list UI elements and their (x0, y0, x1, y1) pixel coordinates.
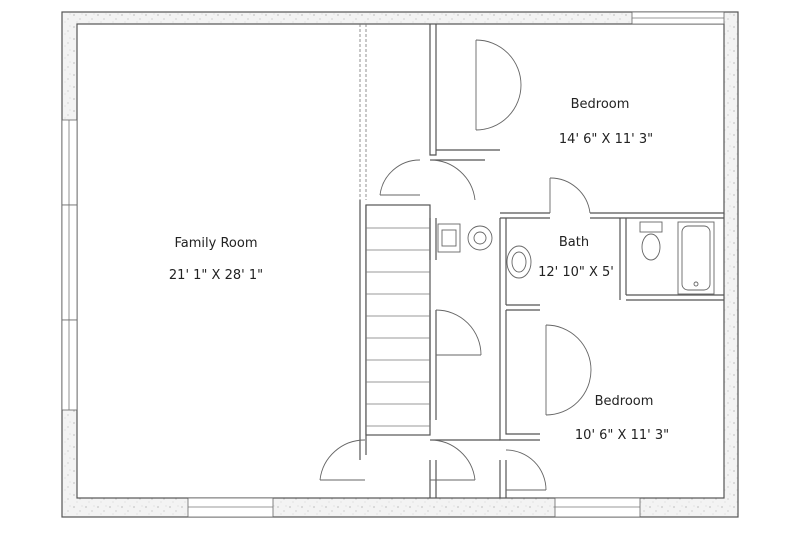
bath-name: Bath (559, 235, 589, 250)
windows (61, 11, 725, 518)
bedroom-bottom-dims: 10' 6" X 11' 3" (575, 428, 669, 443)
bedroom-top-dims: 14' 6" X 11' 3" (559, 132, 653, 147)
bath-dims: 12' 10" X 5' (538, 265, 614, 280)
bath-fixtures (437, 221, 715, 295)
stairs (366, 227, 430, 427)
family-room-name: Family Room (175, 236, 258, 251)
bedroom-bottom-name: Bedroom (595, 394, 654, 409)
interior-walls (359, 24, 724, 498)
family-room-dims: 21' 1" X 28' 1" (169, 268, 263, 283)
bedroom-top-name: Bedroom (571, 97, 630, 112)
doors (319, 39, 592, 491)
